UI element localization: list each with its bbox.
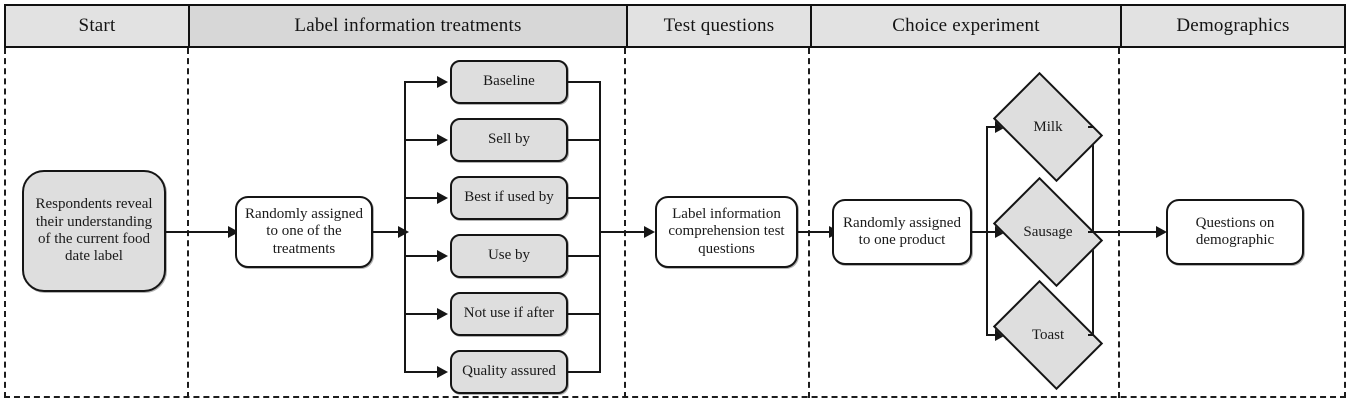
node-label: Randomly assigned to one product — [843, 214, 961, 248]
connector-fanout-to-treatment-1 — [404, 81, 444, 83]
lane-separator-choice-demographics — [1118, 48, 1120, 398]
stage-header-demographics: Demographics — [1121, 4, 1346, 48]
arrowhead-to-randomize-treatment — [228, 226, 239, 238]
diamond-label: Sausage — [1023, 223, 1073, 240]
treatment-label: Best if used by — [464, 189, 554, 206]
connector-merge-to-demographics — [1092, 231, 1164, 233]
connector-toast-to-merge — [1088, 334, 1094, 336]
arrowhead-to-test-questions — [644, 226, 655, 238]
connector-start-to-randomize — [166, 231, 234, 233]
diamond-product-sausage[interactable]: Sausage — [992, 176, 1104, 288]
stage-header-start: Start — [4, 4, 189, 48]
arrowhead-treatment-2 — [437, 134, 448, 146]
treatment-label: Sell by — [487, 131, 531, 148]
connector-treatment-5-to-merge — [568, 313, 601, 315]
treatment-label: Not use if after — [463, 305, 555, 322]
connector-test-to-randomize-product — [798, 231, 836, 233]
connector-fanout-to-treatment-2 — [404, 139, 444, 141]
treatment-label: Quality assured — [462, 363, 556, 380]
treatment-box-quality-assured[interactable]: Quality assured — [450, 350, 568, 394]
stage-header-label: Choice experiment — [892, 15, 1040, 36]
diamond-label: Toast — [1031, 326, 1065, 343]
node-label-information-comprehension-test[interactable]: Label information comprehension test que… — [655, 196, 798, 268]
node-randomly-assigned-to-product[interactable]: Randomly assigned to one product — [832, 199, 972, 265]
stage-header-label: Start — [78, 15, 116, 36]
treatment-label: Baseline — [483, 73, 535, 90]
node-respondents-reveal-understanding[interactable]: Respondents reveal their understanding o… — [22, 170, 166, 292]
lane-separator-left-edge — [4, 48, 6, 398]
lane-separator-test-choice — [808, 48, 810, 398]
treatment-box-best-if-used-by[interactable]: Best if used by — [450, 176, 568, 220]
connector-treatment-3-to-merge — [568, 197, 601, 199]
connector-fanout-to-treatment-6 — [404, 371, 444, 373]
treatment-label: Use by — [487, 247, 531, 264]
node-label: Randomly assigned to one of the treatmen… — [245, 205, 363, 257]
connector-milk-to-merge — [1088, 126, 1094, 128]
node-label: Label information comprehension test que… — [668, 205, 785, 257]
diamond-label: Milk — [1033, 118, 1063, 135]
arrowhead-to-demographics — [1156, 226, 1167, 238]
arrowhead-treatment-1 — [437, 76, 448, 88]
stage-header-row: Start Label information treatments Test … — [4, 4, 1346, 48]
diamond-product-toast[interactable]: Toast — [992, 279, 1104, 391]
arrowhead-treatment-5 — [437, 308, 448, 320]
diamond-product-milk[interactable]: Milk — [992, 71, 1104, 183]
stage-header-test-questions: Test questions — [627, 4, 811, 48]
arrowhead-treatment-6 — [437, 366, 448, 378]
connector-fanout-to-treatment-4 — [404, 255, 444, 257]
connector-treatment-2-to-merge — [568, 139, 601, 141]
stage-header-label: Test questions — [663, 15, 775, 36]
stage-header-label: Demographics — [1176, 15, 1290, 36]
treatment-box-not-use-if-after[interactable]: Not use if after — [450, 292, 568, 336]
node-randomly-assigned-to-treatment[interactable]: Randomly assigned to one of the treatmen… — [235, 196, 373, 268]
node-label: Respondents reveal their understanding o… — [35, 196, 153, 265]
treatment-box-use-by[interactable]: Use by — [450, 234, 568, 278]
connector-sausage-to-merge — [1088, 231, 1094, 233]
lane-separator-treatments-test — [624, 48, 626, 398]
connector-fanout-to-treatment-3 — [404, 197, 444, 199]
connector-merge-to-test-questions — [599, 231, 651, 233]
connector-treatment-1-to-merge — [568, 81, 601, 83]
connector-treatment-4-to-merge — [568, 255, 601, 257]
stage-header-choice-experiment: Choice experiment — [811, 4, 1121, 48]
lane-separator-right-edge — [1344, 48, 1346, 398]
arrowhead-fanout-bus — [398, 226, 409, 238]
node-questions-on-demographic[interactable]: Questions on demographic — [1166, 199, 1304, 265]
merge-bus-vertical — [599, 81, 601, 373]
fanout-bus-vertical — [404, 81, 406, 373]
node-label: Questions on demographic — [1195, 214, 1275, 248]
arrowhead-treatment-3 — [437, 192, 448, 204]
connector-randomize-to-fanout — [373, 231, 405, 233]
treatment-box-baseline[interactable]: Baseline — [450, 60, 568, 104]
lane-bottom-border — [4, 396, 1346, 398]
arrowhead-treatment-4 — [437, 250, 448, 262]
lane-separator-start-treatments — [187, 48, 189, 398]
stage-header-label: Label information treatments — [294, 15, 522, 36]
stage-header-label-information-treatments: Label information treatments — [189, 4, 627, 48]
connector-fanout-to-treatment-5 — [404, 313, 444, 315]
connector-treatment-6-to-merge — [568, 371, 601, 373]
treatment-box-sell-by[interactable]: Sell by — [450, 118, 568, 162]
